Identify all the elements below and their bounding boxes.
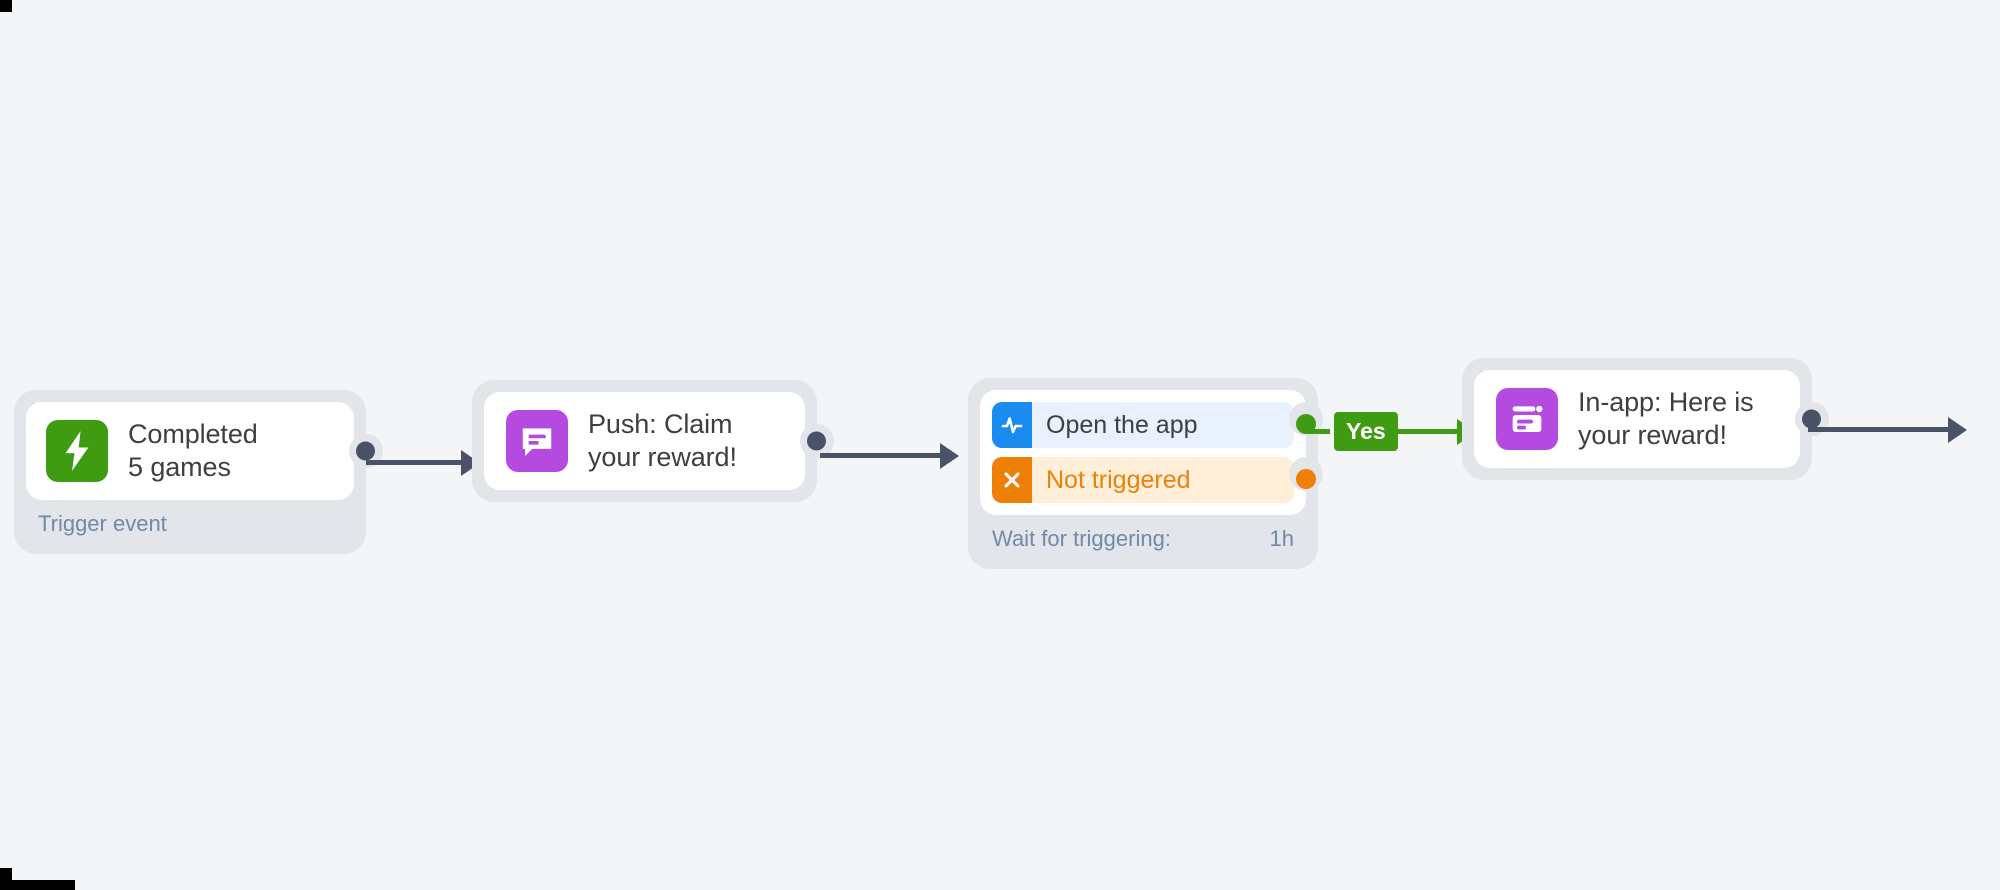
edge-line xyxy=(1808,427,1953,432)
branch-row-open-the-app[interactable]: Open the app xyxy=(992,402,1294,448)
branch-label-open-the-app: Open the app xyxy=(1046,411,1198,439)
in-app-window-icon xyxy=(1496,388,1558,450)
edge-arrowhead xyxy=(1948,417,1967,443)
node-push-output-port[interactable] xyxy=(807,431,826,451)
node-push-card[interactable]: Push: Claim your reward! xyxy=(484,392,834,490)
edge-line xyxy=(820,453,945,458)
node-trigger-event[interactable]: Completed 5 games Trigger event xyxy=(14,390,383,554)
branch-row-not-triggered[interactable]: Not triggered xyxy=(992,457,1294,503)
viewport-corner-top-left xyxy=(0,0,12,12)
edge-label-yes[interactable]: Yes xyxy=(1330,408,1402,455)
node-trigger-footer: Trigger event xyxy=(26,500,354,542)
close-x-icon xyxy=(992,457,1032,503)
node-trigger-card[interactable]: Completed 5 games xyxy=(26,402,383,500)
edge-arrowhead xyxy=(940,443,959,469)
viewport-scrollbar-bottom-left xyxy=(0,880,75,890)
node-in-app-output-port[interactable] xyxy=(1802,409,1821,429)
lightning-bolt-icon xyxy=(46,420,108,482)
node-wait-footer-label: Wait for triggering: xyxy=(992,526,1171,551)
node-in-app-card[interactable]: In-app: Here is your reward! xyxy=(1474,370,1829,468)
activity-pulse-icon xyxy=(992,402,1032,448)
edge-line xyxy=(366,460,466,465)
node-in-app-message[interactable]: In-app: Here is your reward! xyxy=(1462,358,1829,480)
node-push-message[interactable]: Push: Claim your reward! xyxy=(472,380,834,502)
edge-line xyxy=(1396,429,1462,434)
node-trigger-footer-label: Trigger event xyxy=(38,511,167,536)
branch-label-not-triggered: Not triggered xyxy=(1046,466,1191,494)
branch-output-port-no[interactable] xyxy=(1296,469,1316,489)
node-push-title: Push: Claim your reward! xyxy=(588,409,737,472)
chat-bubble-icon xyxy=(506,410,568,472)
node-wait-for-triggering[interactable]: Open the app Not triggered Wait for trig… xyxy=(968,378,1323,569)
node-trigger-output-port[interactable] xyxy=(356,441,375,461)
node-in-app-title: In-app: Here is your reward! xyxy=(1578,387,1754,450)
edge-line xyxy=(1308,429,1336,434)
node-wait-footer-value: 1h xyxy=(1269,526,1294,551)
node-wait-card[interactable]: Open the app Not triggered xyxy=(980,390,1323,515)
node-wait-footer: Wait for triggering: 1h xyxy=(980,515,1306,557)
node-trigger-title: Completed 5 games xyxy=(128,419,258,482)
